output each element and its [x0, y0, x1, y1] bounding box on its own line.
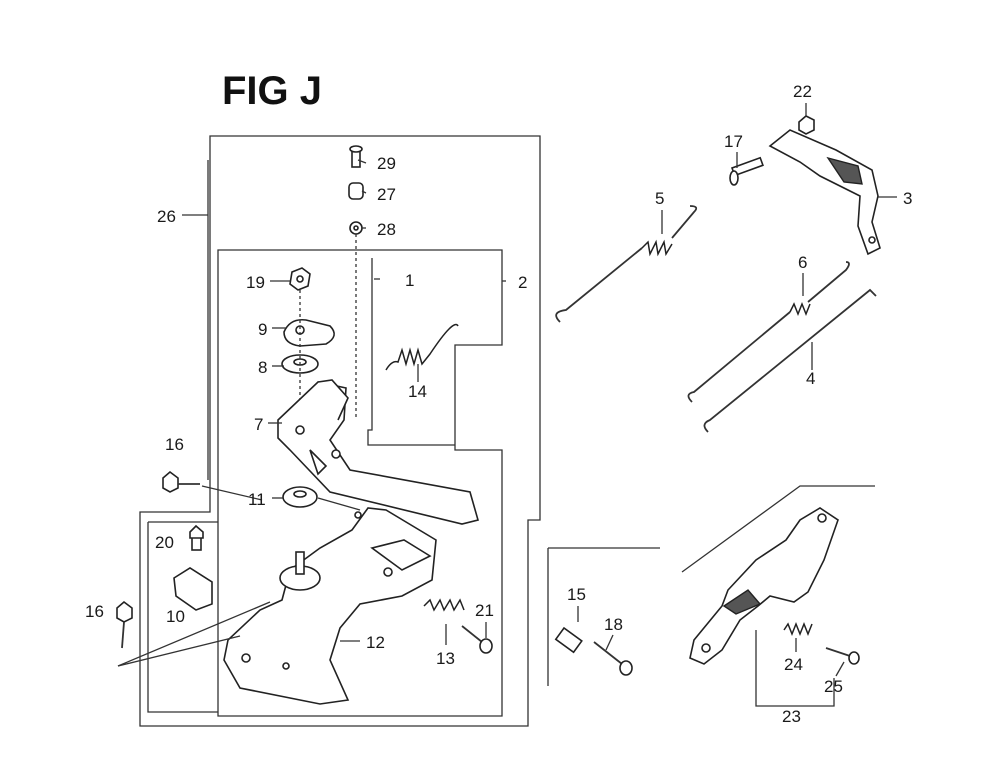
callout-16-upper: 16	[165, 435, 184, 454]
callout-20: 20	[155, 533, 174, 552]
callout-15: 15	[567, 585, 586, 604]
washer-28	[349, 221, 363, 235]
screw-25	[825, 647, 860, 665]
frame-lower-right-group	[547, 547, 660, 686]
frame-2-outline	[217, 249, 503, 717]
spring-24	[783, 621, 813, 637]
spring-14	[385, 323, 459, 371]
collar-27	[348, 182, 364, 200]
rod-6	[687, 261, 850, 403]
nut-22	[798, 115, 815, 135]
bracket-12	[223, 507, 437, 705]
figure-title: FIG J	[222, 69, 322, 113]
bolt-16-lower	[116, 600, 133, 649]
callout-2: 2	[518, 273, 527, 292]
leader-lines	[182, 103, 897, 677]
leader-16-lower-a	[117, 601, 271, 667]
callout-13: 13	[436, 649, 455, 668]
callout-28: 28	[377, 220, 396, 239]
callout-26: 26	[157, 207, 176, 226]
callout-5: 5	[655, 189, 664, 208]
rod-4	[703, 288, 877, 433]
callout-21: 21	[475, 601, 494, 620]
callout-19: 19	[246, 273, 265, 292]
lever-assembly-23	[689, 507, 839, 665]
plate-9	[283, 318, 335, 347]
callout-16-lower: 16	[85, 602, 104, 621]
bolt-20	[189, 524, 204, 551]
frame-1-outline	[367, 258, 455, 446]
spring-13	[423, 598, 465, 612]
lever-3	[768, 129, 881, 256]
callout-labels: 29 27 28 26 1 2 19 9 8 7 16 11 14 20 16 …	[85, 82, 912, 726]
callout-29: 29	[377, 154, 396, 173]
callout-24: 24	[784, 655, 803, 674]
bracket-23-leader	[755, 630, 835, 707]
clip-10	[173, 567, 213, 611]
callout-22: 22	[793, 82, 812, 101]
rod-5	[555, 205, 698, 323]
bolt-18	[593, 641, 633, 676]
callout-6: 6	[798, 253, 807, 272]
lever-7	[277, 379, 479, 525]
washer-11	[282, 486, 318, 508]
callout-14: 14	[408, 382, 427, 401]
callout-18: 18	[604, 615, 623, 634]
callout-4: 4	[806, 369, 815, 388]
callout-23: 23	[782, 707, 801, 726]
nut-19	[289, 267, 311, 291]
frame-26-outline	[139, 135, 541, 727]
callout-12: 12	[366, 633, 385, 652]
callout-7: 7	[254, 415, 263, 434]
callout-25: 25	[824, 677, 843, 696]
collar-15	[554, 626, 583, 654]
callout-17: 17	[724, 132, 743, 151]
bolt-17	[729, 156, 764, 186]
bolt-29	[349, 145, 363, 168]
frame-23-group	[681, 485, 875, 573]
bolt-16-upper	[162, 470, 200, 493]
callout-10: 10	[166, 607, 185, 626]
callout-11: 11	[248, 490, 266, 509]
screw-21	[461, 625, 493, 654]
leader-16-lower-b	[117, 635, 241, 667]
callout-9: 9	[258, 320, 267, 339]
callout-8: 8	[258, 358, 267, 377]
frame-10-outline	[147, 521, 218, 713]
callout-27: 27	[377, 185, 396, 204]
callout-1: 1	[405, 271, 414, 290]
callout-3: 3	[903, 189, 912, 208]
